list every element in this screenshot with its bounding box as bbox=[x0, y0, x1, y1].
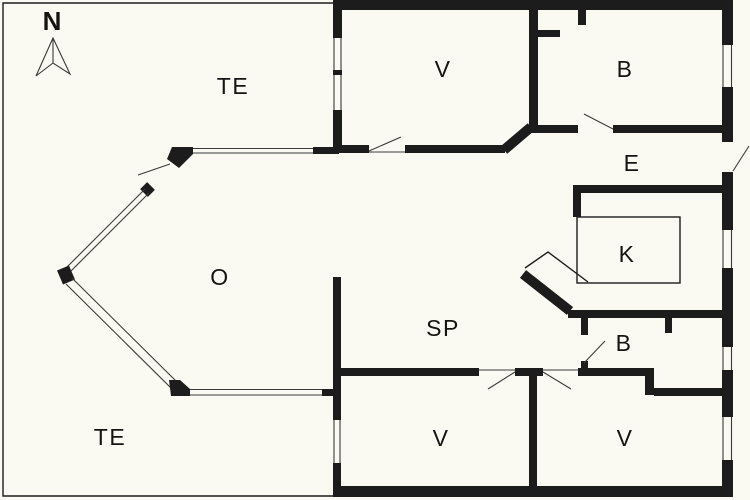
room-label-terrace-bottom: TE bbox=[94, 424, 126, 450]
room-label-bedroom-top: V bbox=[435, 56, 452, 82]
bay-windows bbox=[57, 147, 339, 396]
wall-left-lower-seg2 bbox=[333, 463, 341, 497]
north-label: N bbox=[43, 6, 62, 36]
kitchen-counter bbox=[576, 216, 681, 284]
door-swing-living bbox=[137, 163, 171, 176]
wall-right-seg4 bbox=[722, 268, 733, 347]
wall-kitchen-top bbox=[573, 185, 733, 193]
wall-vtop-diagonal bbox=[500, 123, 535, 154]
wall-left-upper-seg3 bbox=[333, 110, 342, 153]
room-label-entrance: E bbox=[624, 150, 641, 176]
bay-corner-bottom bbox=[169, 380, 190, 396]
wall-right-seg1 bbox=[722, 0, 733, 45]
windows bbox=[333, 38, 733, 463]
north-arrow: N bbox=[35, 6, 72, 77]
wall-vtop-bottom-2 bbox=[405, 145, 505, 153]
window-bay-lower-a bbox=[71, 277, 178, 383]
window-bay-upper-a bbox=[64, 188, 146, 270]
stub-btop-vertical bbox=[578, 10, 586, 25]
door-swing-entrance bbox=[732, 145, 750, 172]
bay-corner-left bbox=[57, 265, 75, 285]
north-arrow-outline bbox=[35, 36, 72, 77]
wall-btop-bottom-2 bbox=[613, 125, 733, 133]
wall-right-seg2 bbox=[722, 87, 733, 142]
tick-bbottom-door bbox=[581, 361, 588, 369]
room-label-bathroom-top: B bbox=[617, 56, 634, 82]
wall-right-seg6 bbox=[722, 460, 733, 497]
wall-main-3 bbox=[578, 368, 652, 376]
wall-main-1 bbox=[337, 368, 479, 376]
door-swing-vbc bbox=[487, 371, 516, 390]
bay-bottom-cap bbox=[322, 389, 339, 396]
door-swing-vtop bbox=[368, 136, 402, 152]
room-label-kitchen: K bbox=[619, 241, 636, 267]
wall-btop-bottom-1 bbox=[529, 125, 578, 133]
door-swing-bbottom bbox=[583, 340, 606, 364]
stub-btop-horizontal bbox=[538, 30, 560, 37]
window-bay-lower-b bbox=[65, 283, 172, 389]
wall-right-seg3 bbox=[722, 172, 733, 230]
door-swing-btop bbox=[583, 113, 614, 130]
door-swing-vbr bbox=[542, 371, 572, 390]
stub-bbottom-left bbox=[581, 318, 588, 335]
plot-boundary bbox=[2, 2, 341, 497]
bay-top-cap bbox=[313, 147, 339, 154]
interior-walls bbox=[337, 10, 733, 497]
room-label-dining-area: SP bbox=[426, 315, 460, 341]
wall-v-b-top bbox=[529, 10, 538, 130]
room-labels: TE V B E K O SP B TE V V bbox=[94, 56, 641, 451]
wall-left-lower-seg1 bbox=[333, 277, 341, 420]
room-label-living-room: O bbox=[210, 264, 229, 290]
wall-kitchen-bottom bbox=[568, 310, 733, 318]
wall-left-upper-seg2 bbox=[333, 70, 342, 75]
room-label-bathroom-bottom: B bbox=[616, 330, 633, 356]
wall-left-upper-seg1 bbox=[333, 0, 342, 38]
stub-kitchen-left bbox=[573, 193, 581, 217]
wall-step-horizontal bbox=[654, 388, 733, 396]
window-bay-upper-b bbox=[68, 192, 150, 274]
wall-top bbox=[336, 0, 733, 10]
stub-bbottom-mid bbox=[665, 318, 672, 333]
room-label-terrace-top: TE bbox=[217, 73, 249, 99]
bay-diag-piece bbox=[140, 182, 155, 197]
bay-corner-top bbox=[167, 147, 193, 168]
kitchen-fixtures bbox=[524, 216, 681, 284]
doors bbox=[368, 113, 750, 390]
kitchen-counter-diagonal bbox=[524, 251, 589, 283]
room-label-bedroom-bottom-center: V bbox=[433, 425, 450, 451]
wall-diagonal-kitchen bbox=[519, 270, 574, 315]
room-label-bedroom-bottom-right: V bbox=[617, 425, 634, 451]
wall-vtop-bottom-1 bbox=[337, 145, 369, 153]
wall-v-v-bottom bbox=[529, 368, 537, 497]
wall-step-vertical bbox=[645, 368, 654, 395]
